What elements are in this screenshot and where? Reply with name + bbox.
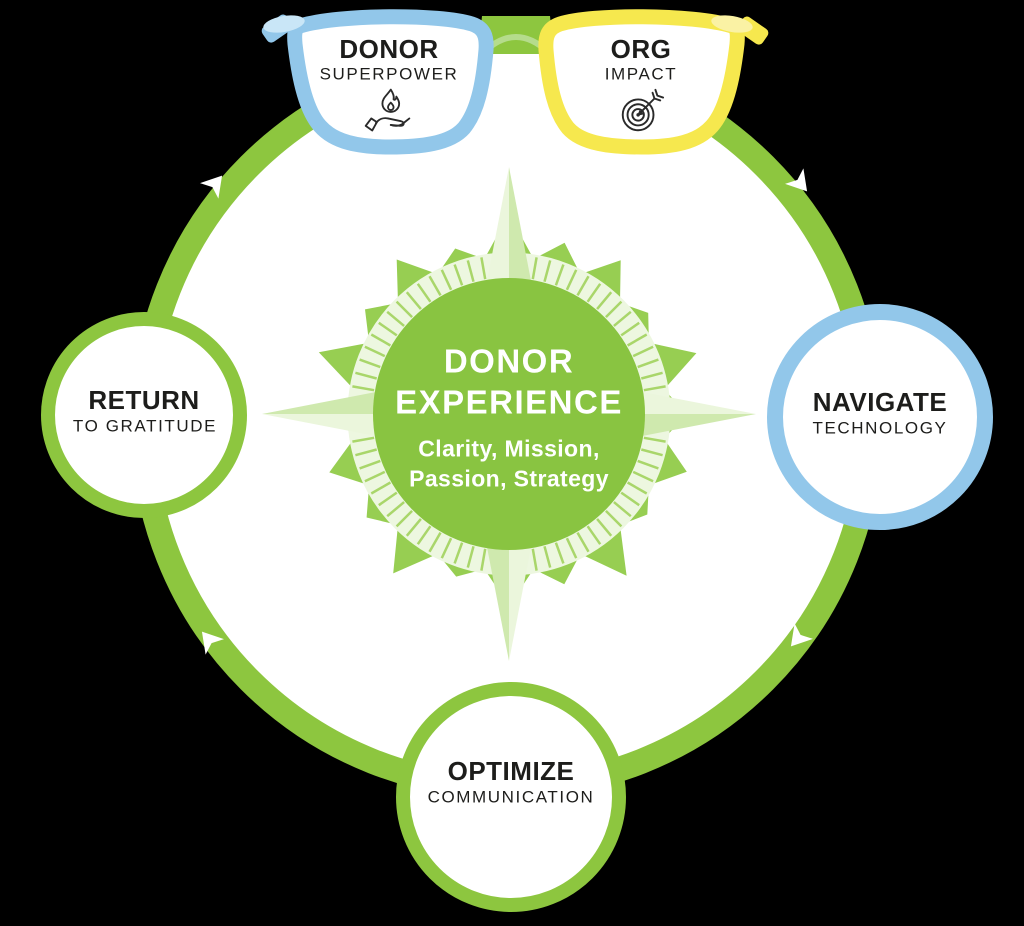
node-circle-return-to-gratitude [41,312,247,518]
center-subtitle-line2: Passion, Strategy [409,465,609,492]
center-title-line1: DONOR [443,342,575,380]
center-title-line2: EXPERIENCE [395,383,623,421]
flow-arrow-icon [201,631,224,655]
flow-arrows [200,168,813,655]
lens-yellow [538,9,745,155]
org-impact-title: ORG [610,34,672,64]
navigate-technology-title: NAVIGATE [812,387,948,417]
flow-arrow-icon [200,175,223,199]
compass-rose [262,167,756,661]
hand-flame-icon [362,86,414,136]
node-circle-optimize-communication [396,682,626,912]
return-to-gratitude-subtitle: TO GRATITUDE [72,416,218,436]
glasses [261,9,769,155]
center-subtitle-line1: Clarity, Mission, [418,435,600,462]
org-impact-subtitle: IMPACT [604,64,678,84]
donor-superpower-title: DONOR [339,34,439,64]
navigate-technology-subtitle: TECHNOLOGY [812,418,948,438]
flow-arrow-icon [790,623,813,647]
lens-yellow-highlight [711,15,753,33]
flow-arrow-icon [785,168,808,192]
optimize-communication-subtitle: COMMUNICATION [427,787,595,807]
optimize-communication-title: OPTIMIZE [447,756,575,786]
return-to-gratitude-title: RETURN [88,385,200,415]
lens-blue [287,9,494,155]
node-circle-navigate-technology [767,304,993,530]
center-hub-circle [373,278,645,550]
donor-superpower-subtitle: SUPERPOWER [319,64,459,84]
lens-blue-highlight [263,15,305,33]
target-arrow-icon [616,86,666,136]
